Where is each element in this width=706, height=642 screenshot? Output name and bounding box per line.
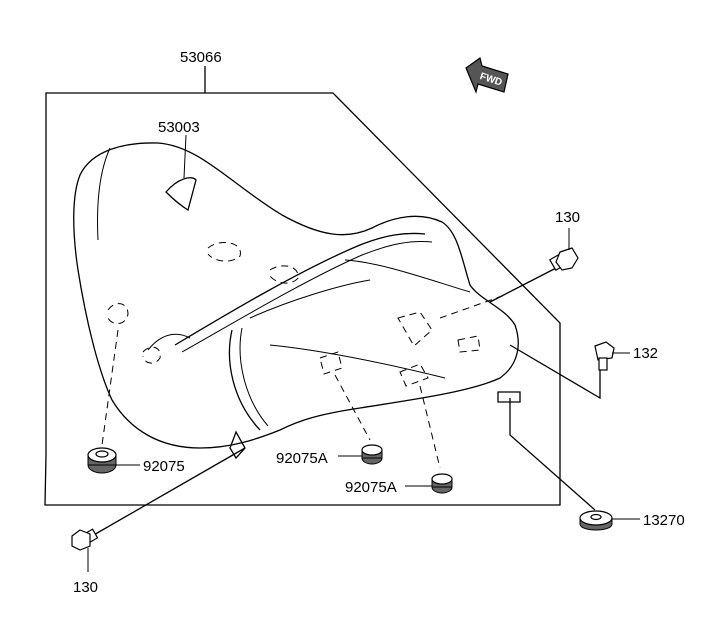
- leader-damper-mid: [334, 374, 371, 441]
- seat: [73, 142, 521, 460]
- assembly-frame: [44, 92, 561, 506]
- damper-92075-part: [87, 447, 117, 474]
- collar-13270-part: [579, 510, 613, 531]
- label-53066: 53066: [180, 49, 222, 66]
- bolt-130-left-part: [71, 528, 99, 551]
- label-53003: 53003: [158, 119, 200, 136]
- label-130-left: 130: [73, 579, 98, 596]
- damper-marks: [107, 241, 481, 387]
- label-130-right: 130: [555, 209, 580, 226]
- leader-bolt-right-b: [489, 265, 561, 303]
- cover-53003-part: [165, 177, 197, 212]
- label-13270: 13270: [643, 512, 685, 529]
- leader-bolt-left: [84, 447, 246, 541]
- bolt-130-right-part: [548, 247, 579, 272]
- leader-screw: [509, 344, 601, 400]
- damper-92075A-mid-part: [361, 444, 383, 465]
- label-92075A-low: 92075A: [345, 479, 397, 496]
- label-132: 132: [633, 345, 658, 362]
- label-92075A-mid: 92075A: [276, 450, 328, 467]
- cover-leader: [183, 134, 187, 179]
- screw-132-part: [594, 341, 615, 371]
- fwd-arrow-icon: FWD: [465, 56, 509, 94]
- leader-damper-low: [419, 385, 441, 469]
- label-92075: 92075: [143, 458, 185, 475]
- leader-damper-left: [101, 329, 119, 446]
- damper-92075A-low-part: [431, 473, 453, 494]
- leader-collar: [509, 398, 596, 511]
